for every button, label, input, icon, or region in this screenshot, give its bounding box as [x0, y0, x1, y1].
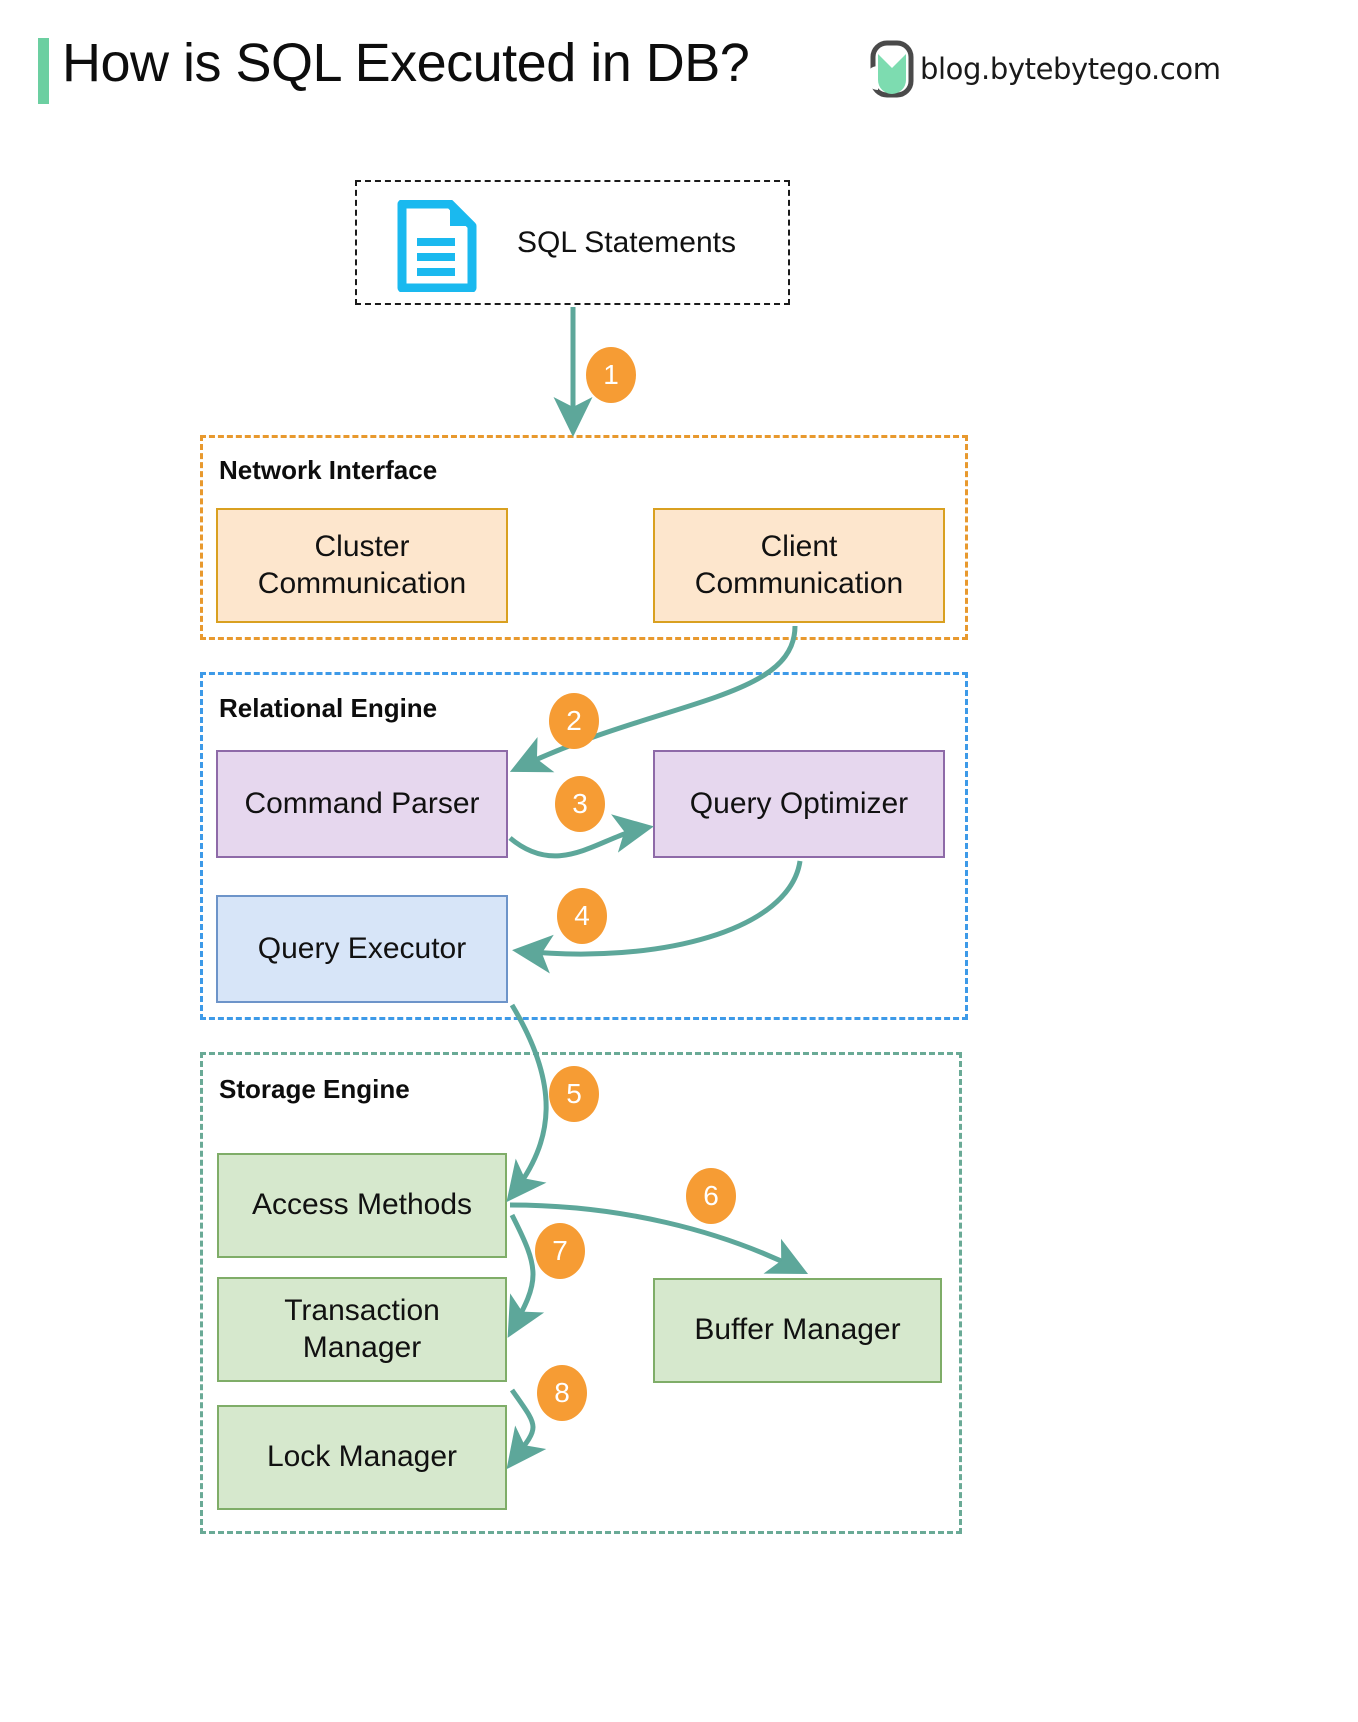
query-optimizer-label: Query Optimizer: [689, 786, 909, 820]
step-badge-6: 6: [686, 1168, 736, 1224]
group-title-relational-engine: Relational Engine: [219, 693, 438, 723]
node-transaction-manager[interactable]: Transaction Manager: [217, 1277, 507, 1382]
page-header: How is SQL Executed in DB? blog.bytebyte…: [0, 0, 1358, 140]
step-badge-3: 3: [555, 776, 605, 832]
node-client-communication[interactable]: Client Communication: [653, 508, 945, 623]
page-title: How is SQL Executed in DB?: [62, 33, 750, 93]
client-communication-line-1: Client: [760, 529, 838, 563]
group-storage-engine: [200, 1052, 962, 1534]
lock-manager-label: Lock Manager: [266, 1440, 458, 1474]
step-badge-7: 7: [535, 1223, 585, 1279]
brand-url: blog.bytebytego.com: [920, 52, 1221, 86]
node-command-parser[interactable]: Command Parser: [216, 750, 508, 858]
step-badge-8: 8: [537, 1365, 587, 1421]
transaction-manager-line-1: Transaction: [284, 1293, 440, 1327]
step-badge-4: 4: [557, 888, 607, 944]
query-executor-label: Query Executor: [257, 931, 467, 965]
sql-statements-box[interactable]: SQL Statements: [355, 180, 790, 305]
node-cluster-communication[interactable]: Cluster Communication: [216, 508, 508, 623]
cluster-communication-line-1: Cluster: [314, 529, 410, 563]
node-query-executor[interactable]: Query Executor: [216, 895, 508, 1003]
bytebytego-logo-icon: [870, 40, 914, 98]
step-badge-2: 2: [549, 693, 599, 749]
node-lock-manager[interactable]: Lock Manager: [217, 1405, 507, 1510]
access-methods-label: Access Methods: [251, 1188, 473, 1222]
title-accent-bar: [38, 38, 49, 104]
sql-statements-label: SQL Statements: [517, 225, 736, 259]
command-parser-label: Command Parser: [244, 786, 480, 820]
group-title-network-interface: Network Interface: [219, 455, 438, 485]
node-access-methods[interactable]: Access Methods: [217, 1153, 507, 1258]
step-badge-5: 5: [549, 1066, 599, 1122]
cluster-communication-line-2: Communication: [257, 566, 467, 600]
brand-block: blog.bytebytego.com: [870, 40, 1221, 98]
group-title-storage-engine: Storage Engine: [219, 1074, 410, 1104]
node-buffer-manager[interactable]: Buffer Manager: [653, 1278, 942, 1383]
buffer-manager-label: Buffer Manager: [694, 1313, 901, 1347]
client-communication-line-2: Communication: [694, 566, 904, 600]
step-badge-1: 1: [586, 347, 636, 403]
document-icon: [397, 200, 477, 292]
transaction-manager-line-2: Manager: [302, 1330, 422, 1364]
node-query-optimizer[interactable]: Query Optimizer: [653, 750, 945, 858]
